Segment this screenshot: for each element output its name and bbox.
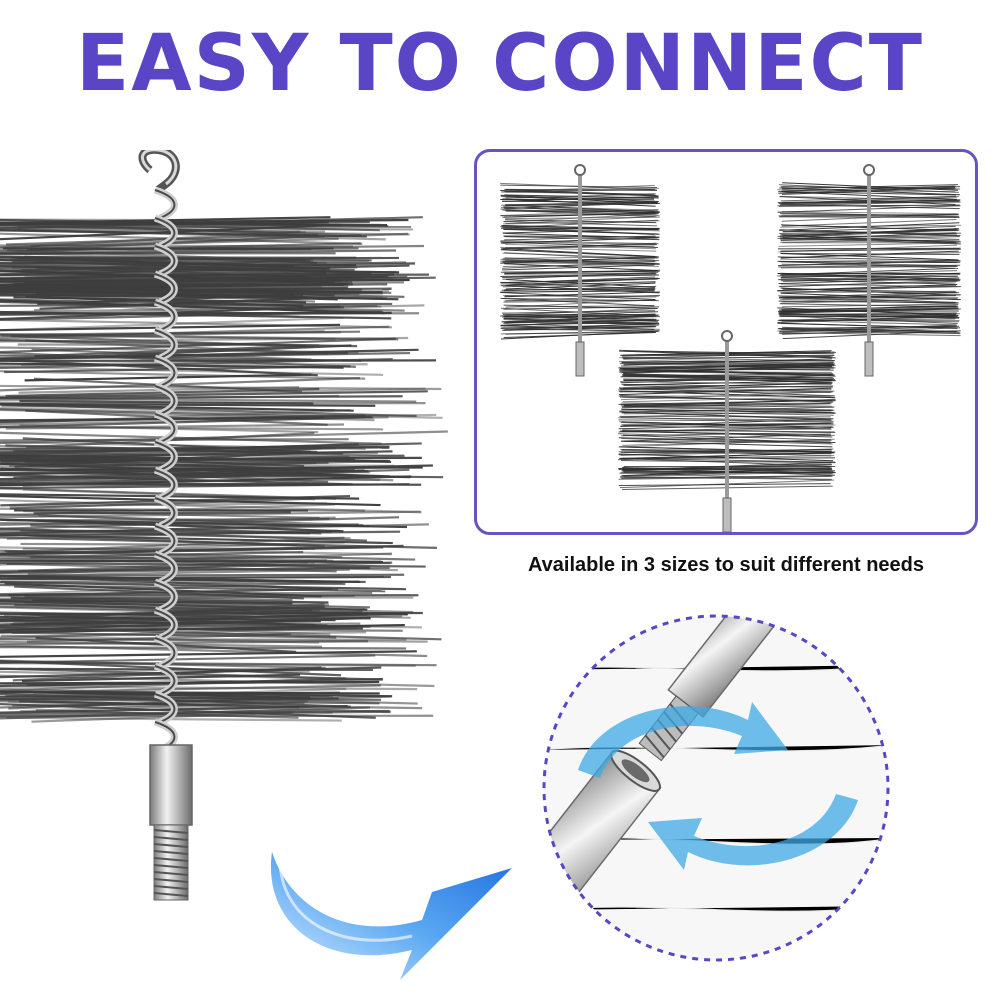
curved-arrow-icon xyxy=(270,852,512,980)
sizes-caption: Available in 3 sizes to suit different n… xyxy=(527,554,925,576)
sizes-panel xyxy=(474,149,978,535)
big-chimney-brush-icon xyxy=(0,150,448,901)
three-chimney-brushes-icon xyxy=(500,164,961,532)
rotate-arrows-icon xyxy=(578,702,858,870)
small-chimney-brush-icon xyxy=(618,330,836,532)
small-chimney-brush-icon xyxy=(500,164,661,377)
connection-detail-view xyxy=(542,614,890,962)
headline: EASY TO CONNECT xyxy=(76,19,924,109)
small-chimney-brush-icon xyxy=(777,164,961,377)
